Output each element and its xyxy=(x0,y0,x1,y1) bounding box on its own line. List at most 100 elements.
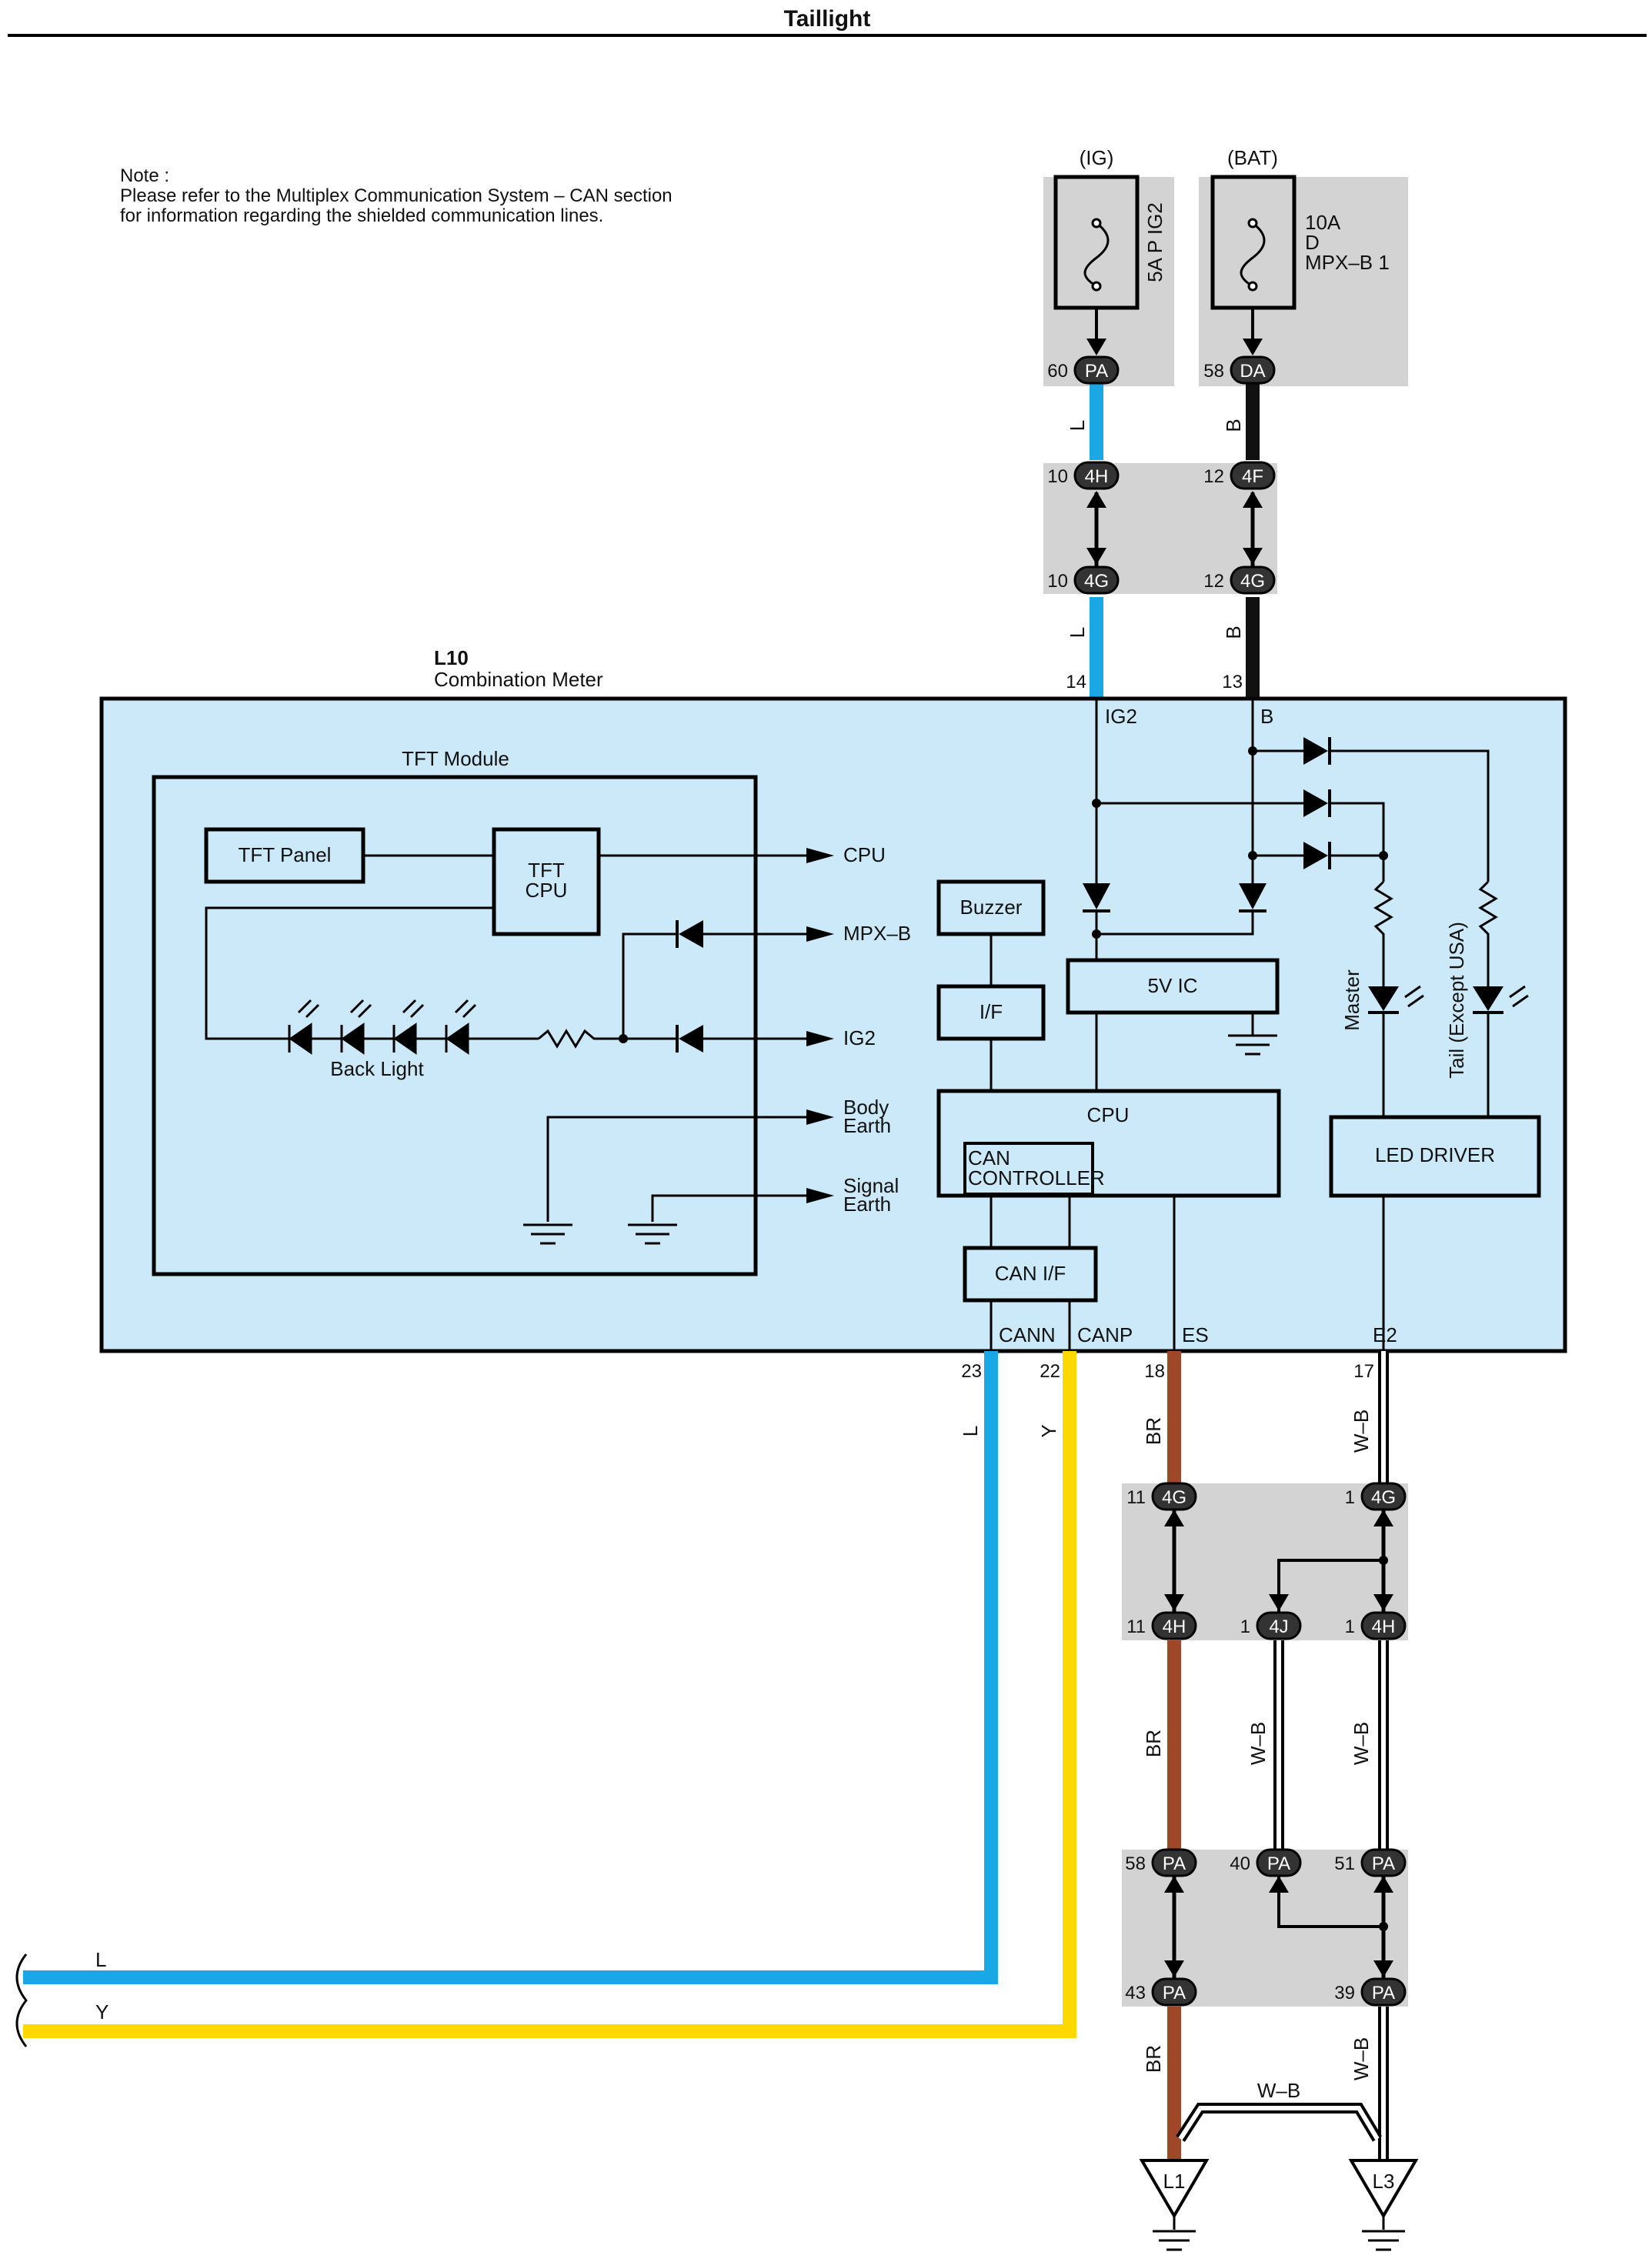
tft-cpu-label-2: CPU xyxy=(526,879,568,902)
connector-mid-pa40-pin: 40 xyxy=(1230,1853,1250,1874)
connector-j-b-top-pin: 12 xyxy=(1203,466,1224,487)
connector-wb-pa39-pin: 39 xyxy=(1334,1983,1355,2003)
tft-cpu-box xyxy=(492,827,601,936)
led-driver-box xyxy=(1329,1115,1541,1198)
connector-br-pa58-code: PA xyxy=(1163,1853,1186,1874)
tft-out-mpxb: MPX–B xyxy=(843,922,911,945)
pin-cann-name: CANN xyxy=(999,1323,1056,1346)
connector-j-b-top-code: 4F xyxy=(1242,466,1263,487)
connector-br-4h-pin: 11 xyxy=(1126,1616,1146,1637)
connector-wb-4g: 1 4G xyxy=(1345,1482,1407,1511)
ground-point-l3: L3 xyxy=(1348,2159,1419,2251)
fuse-ig-element xyxy=(1083,222,1110,288)
combination-meter-box xyxy=(99,696,1567,1353)
connector-mid-4j-pin: 1 xyxy=(1240,1616,1250,1637)
led-driver-label: LED DRIVER xyxy=(1375,1143,1495,1166)
fuse-bat-shade xyxy=(1199,177,1408,386)
tft-out-ig2: IG2 xyxy=(843,1026,876,1049)
fuse-bat: (BAT) 10A D MPX–B 1 xyxy=(1210,146,1390,310)
connector-j-b-bottom-pin: 12 xyxy=(1203,571,1224,592)
fuse-bat-code: D xyxy=(1305,231,1320,254)
wire-canp xyxy=(23,1351,1076,2038)
wire-wb-cross-color: W–B xyxy=(1257,2079,1300,2102)
fuse-ig-supply-label: (IG) xyxy=(1080,146,1114,169)
pin-ig2-name: IG2 xyxy=(1105,705,1137,728)
connector-wb-pa51: 51 PA xyxy=(1334,1848,1407,1877)
connector-br-pa58-pin: 58 xyxy=(1125,1853,1146,1874)
connector-br-pa43-pin: 43 xyxy=(1125,1983,1146,2003)
fuse-bat-element xyxy=(1240,222,1266,288)
connector-j-b-bottom: 12 4G xyxy=(1203,566,1276,595)
pin-e2-number: 17 xyxy=(1353,1361,1374,1382)
note-block: Note : Please refer to the Multiplex Com… xyxy=(120,165,672,226)
tft-cpu-label-1: TFT xyxy=(528,859,565,882)
fuse-ig-name: 5A P IG2 xyxy=(1143,202,1166,282)
page-title: Taillight xyxy=(784,6,871,32)
if-label: I/F xyxy=(980,1000,1003,1023)
connector-wb-4h-code: 4H xyxy=(1372,1616,1396,1637)
connector-fuse-ig-code: PA xyxy=(1085,361,1108,382)
connector-j-l-bottom-pin: 10 xyxy=(1047,571,1068,592)
connector-br-4h-code: 4H xyxy=(1163,1616,1186,1637)
meter-name: Combination Meter xyxy=(434,668,603,691)
signal-earth-ground-icon xyxy=(628,1223,677,1245)
backlight-label: Back Light xyxy=(330,1057,424,1080)
can-if-label: CAN I/F xyxy=(995,1262,1066,1285)
can-controller-label-1: CAN xyxy=(968,1146,1010,1169)
meter-internal-circuit: 5V IC Buzzer I/F CPU CAN CONTROLLER CAN … xyxy=(936,699,1541,1351)
master-led xyxy=(1368,986,1399,1011)
connector-wb-4g-code: 4G xyxy=(1371,1487,1396,1508)
ic-5v-ground-icon xyxy=(1228,1034,1277,1056)
wire-cann-color: L xyxy=(959,1426,982,1436)
connector-mid-4j: 1 4J xyxy=(1240,1611,1302,1640)
tail-label: Tail (Except USA) xyxy=(1445,922,1468,1079)
cpu-label: CPU xyxy=(1087,1103,1130,1126)
pin-e2-name: E2 xyxy=(1373,1323,1397,1346)
wire-bat-bottom-color: B xyxy=(1222,626,1245,639)
can-if-box xyxy=(963,1246,1098,1303)
wire-canp-color: Y xyxy=(1037,1424,1060,1437)
connector-mid-pa40: 40 PA xyxy=(1230,1848,1302,1877)
tail-resistor xyxy=(1478,880,1498,986)
meter-id: L10 xyxy=(434,646,469,669)
connector-br-pa43: 43 PA xyxy=(1125,1977,1197,2007)
fuse-bat-supply-label: (BAT) xyxy=(1227,146,1278,169)
pin-es-name: ES xyxy=(1182,1323,1209,1346)
wire-br-bottom-color: BR xyxy=(1142,2045,1165,2073)
connector-br-pa43-code: PA xyxy=(1163,1983,1186,2003)
wire-wb-mid1-color: W–B xyxy=(1247,1722,1270,1765)
ground-l3-label: L3 xyxy=(1373,2170,1395,2193)
wire-cann xyxy=(23,1351,998,1984)
wire-left-l-color: L xyxy=(95,1948,106,1971)
pin-cann-number: 23 xyxy=(961,1361,982,1382)
can-controller-label-2: CONTROLLER xyxy=(968,1166,1105,1189)
connector-fuse-ig-pin: 60 xyxy=(1047,361,1068,382)
connector-br-4g-code: 4G xyxy=(1162,1487,1186,1508)
connector-br-4g: 11 4G xyxy=(1126,1482,1197,1511)
wire-e2-color: W–B xyxy=(1350,1410,1373,1453)
connector-fuse-bat-pin: 58 xyxy=(1203,361,1224,382)
tft-out-body-1: Body xyxy=(843,1096,889,1119)
wire-br-mid-color: BR xyxy=(1142,1730,1165,1757)
tft-out-signal-1: Signal xyxy=(843,1174,899,1197)
connector-j-l-bottom-code: 4G xyxy=(1084,571,1109,592)
backlight-resistor xyxy=(538,1029,623,1049)
note-heading: Note : xyxy=(120,165,169,186)
tft-module-title: TFT Module xyxy=(402,747,509,770)
connector-fuse-bat-code: DA xyxy=(1240,361,1265,382)
fuse-bat-name: MPX–B 1 xyxy=(1305,251,1390,274)
fuse-ig-shade xyxy=(1043,177,1174,386)
ground-l1-label: L1 xyxy=(1163,2170,1186,2193)
connector-wb-4h-pin: 1 xyxy=(1345,1616,1355,1637)
connector-wb-pa39: 39 PA xyxy=(1334,1977,1407,2007)
pin-ig2-number: 14 xyxy=(1066,672,1086,692)
connector-wb-4h: 1 4H xyxy=(1345,1611,1407,1640)
cpu-box xyxy=(936,1089,1281,1198)
pin-canp-number: 22 xyxy=(1040,1361,1060,1382)
body-earth-ground-icon xyxy=(523,1223,572,1245)
tft-module: TFT Module TFT Panel TFT CPU CPU Back Li… xyxy=(152,747,911,1276)
connector-j-l-top-pin: 10 xyxy=(1047,466,1068,487)
ground-wiring: BR W–B BR W–B W–B xyxy=(1142,1351,1393,2160)
wire-wb-bottom-color: W–B xyxy=(1350,2037,1373,2080)
